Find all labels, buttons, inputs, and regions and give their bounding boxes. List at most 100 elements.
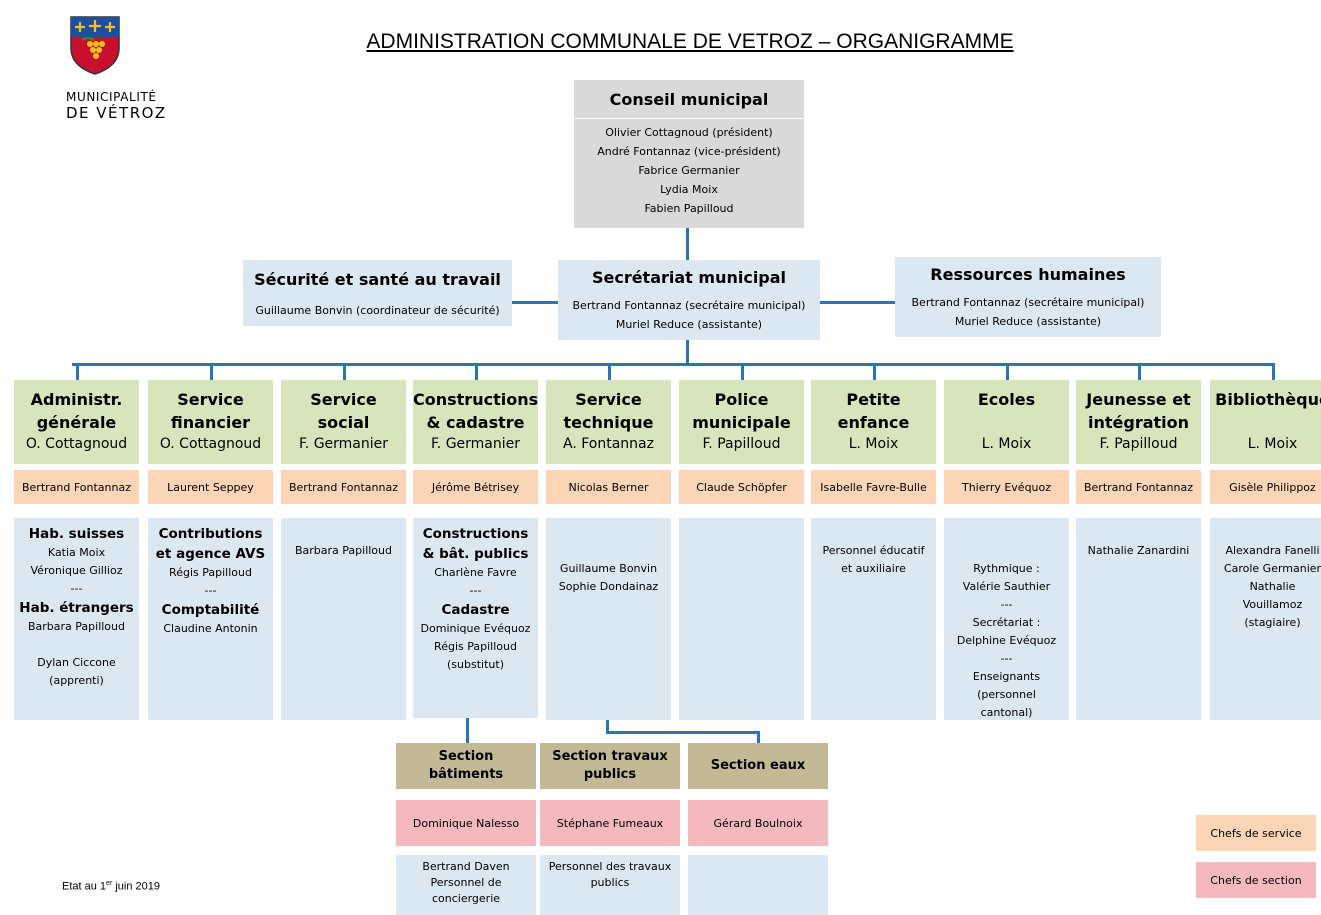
chef-de-service: Laurent Seppey	[148, 470, 273, 504]
secretariat-member: Muriel Reduce (assistante)	[615, 318, 763, 331]
staff-line: Katia Moix	[47, 546, 106, 559]
connector-drop	[1005, 363, 1009, 380]
section-staff: Personnel des travaux publics	[540, 855, 680, 915]
rh-title: Ressources humaines	[930, 265, 1126, 284]
department-title-line: Administr.	[30, 390, 123, 409]
logo-line-2: DE VÉTROZ	[66, 104, 167, 122]
connector-drop	[740, 363, 744, 380]
staff-line	[944, 524, 1069, 542]
staff-line: ---	[1000, 598, 1013, 611]
staff-line: conciergerie	[431, 892, 501, 905]
department-lead: O. Cottagnoud	[159, 436, 262, 452]
staff-line: Delphine Evéquoz	[956, 634, 1057, 647]
chef-de-section: Stéphane Fumeaux	[540, 800, 680, 846]
department-title-line: social	[317, 413, 370, 432]
staff-line: Bertrand Daven	[422, 860, 510, 873]
department-title-line: financier	[170, 413, 251, 432]
section-staff	[688, 855, 828, 915]
connector-department-bus	[72, 363, 1274, 366]
connector-drop	[342, 363, 346, 380]
footer-suffix: juin 2019	[112, 880, 160, 893]
staff-group-heading: Constructions	[422, 526, 529, 542]
department-title-line: & cadastre	[426, 413, 525, 432]
department-title-line: Ecoles	[977, 390, 1036, 409]
staff-line	[546, 524, 671, 542]
conseil-member: Olivier Cottagnoud (président)	[605, 126, 773, 139]
department-title-line: intégration	[1087, 413, 1190, 432]
staff-line: Carole Germanier	[1223, 562, 1321, 575]
staff-line: ---	[1000, 652, 1013, 665]
staff-line: Guillaume Bonvin	[559, 562, 658, 575]
section-chef-name: Stéphane Fumeaux	[556, 816, 664, 830]
staff-line: Rythmique :	[973, 562, 1040, 575]
coat-of-arms-icon	[70, 16, 120, 75]
legend-chefs-section: Chefs de section	[1196, 862, 1316, 898]
chef-name: Laurent Seppey	[167, 480, 254, 494]
staff-line	[944, 542, 1069, 560]
chef-name: Claude Schöpfer	[696, 480, 787, 494]
department-staff	[679, 518, 804, 720]
securite-member: Guillaume Bonvin (coordinateur de sécuri…	[255, 304, 500, 317]
staff-line: ---	[204, 584, 217, 597]
chef-de-section: Dominique Nalesso	[396, 800, 536, 846]
department-title-line: Police	[714, 390, 769, 409]
connector-securite-secretariat	[512, 301, 558, 304]
chef-de-service: Isabelle Favre-Bulle	[811, 470, 936, 504]
department-lead: F. Germanier	[298, 436, 389, 452]
connector-drop	[1137, 363, 1141, 380]
department-title-line: Petite	[846, 390, 901, 409]
department-lead: L. Moix	[981, 436, 1032, 452]
chef-name: Isabelle Favre-Bulle	[820, 480, 927, 494]
staff-line: Enseignants	[972, 670, 1041, 683]
chef-name: Nicolas Berner	[568, 480, 649, 494]
section-header: Section bâtiments	[396, 743, 536, 789]
staff-group-heading: Cadastre	[441, 602, 510, 618]
logo: MUNICIPALITÉ DE VÉTROZ	[60, 14, 190, 124]
staff-group-heading: Comptabilité	[161, 602, 260, 618]
department-title-line: Bibliothèque	[1215, 390, 1321, 409]
staff-line: Secrétariat :	[972, 616, 1041, 629]
staff-line: Personnel des travaux	[548, 860, 672, 873]
staff-line: Claudine Antonin	[163, 622, 258, 635]
department-lead: L. Moix	[848, 436, 899, 452]
staff-line: ---	[469, 584, 482, 597]
staff-line	[811, 524, 936, 542]
staff-line: Personnel éducatif	[822, 544, 925, 557]
department-header: Ecoles L. Moix	[944, 380, 1069, 464]
chef-name: Jérôme Bétrisey	[431, 480, 520, 494]
chef-name: Bertrand Fontannaz	[288, 480, 398, 494]
staff-group-heading: & bât. publics	[422, 546, 529, 562]
staff-line	[281, 524, 406, 542]
department-title-line: Constructions	[413, 390, 539, 409]
department-title-line: Service	[575, 390, 642, 409]
department-title-line	[1210, 411, 1321, 434]
staff-line: Barbara Papilloud	[27, 620, 125, 633]
department-title-line: générale	[36, 413, 117, 432]
connector-sections-bus	[606, 731, 760, 734]
footer-prefix: Etat au 1	[62, 880, 107, 893]
department-staff: Nathalie Zanardini	[1076, 518, 1201, 720]
department-lead: A. Fontannaz	[563, 436, 654, 452]
connector-drop	[607, 363, 611, 380]
staff-line: publics	[590, 876, 630, 889]
department-title-line: municipale	[692, 413, 791, 432]
conseil-municipal-box: Conseil municipal Olivier Cottagnoud (pr…	[574, 80, 804, 228]
department-staff: Barbara Papilloud	[281, 518, 406, 720]
secretariat-box: Secrétariat municipal Bertrand Fontannaz…	[558, 260, 820, 340]
staff-line: Charlène Favre	[434, 566, 517, 579]
staff-line: (personnel	[977, 688, 1036, 701]
staff-line	[1076, 524, 1201, 542]
staff-line: Personnel de	[430, 876, 502, 889]
staff-line: Sophie Dondainaz	[558, 580, 659, 593]
department-lead: F. Germanier	[430, 436, 521, 452]
department-lead: F. Papilloud	[1099, 436, 1178, 452]
